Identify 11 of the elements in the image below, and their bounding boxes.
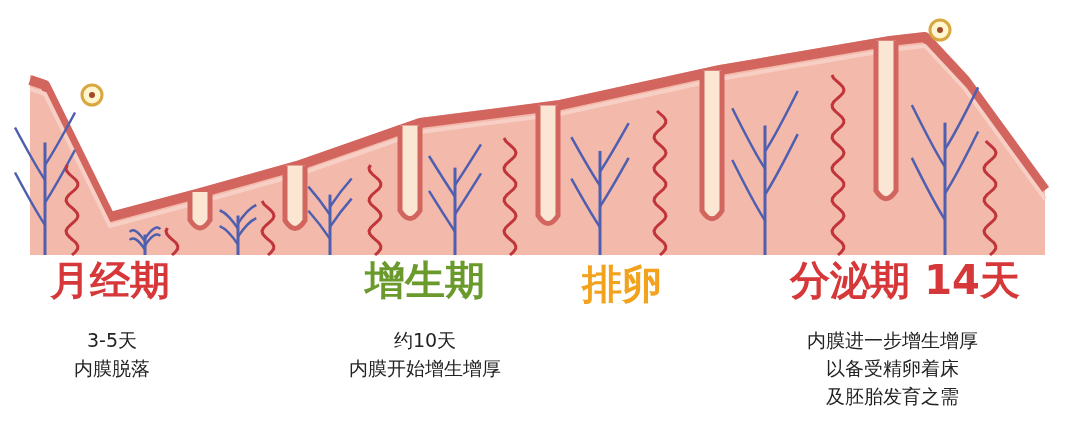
description-text: 内膜脱落 [74, 358, 150, 379]
phase-label: 增生期 [365, 258, 485, 302]
phase-label: 分泌期 14天 [790, 258, 1020, 302]
duration-text: 约10天 [393, 330, 457, 351]
phase-label: 月经期 [50, 258, 170, 302]
description-text: 以备受精卵着床 [825, 358, 959, 379]
description-text: 内膜开始增生增厚 [349, 358, 501, 379]
description-text: 内膜进一步增生增厚 [806, 330, 978, 351]
duration-text: 3-5天 [87, 330, 137, 351]
description-text: 及胚胎发育之需 [825, 386, 959, 407]
phase-label: 排卵 [582, 262, 662, 306]
